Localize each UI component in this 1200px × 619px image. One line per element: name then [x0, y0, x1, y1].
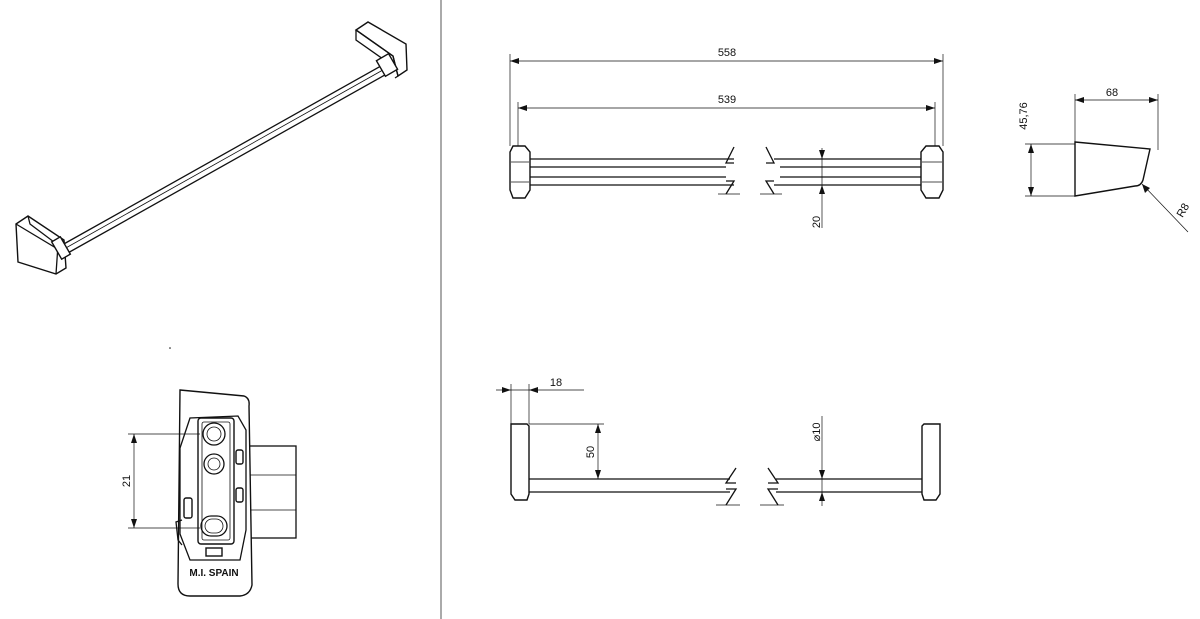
dim-hole-spacing-label: 21	[121, 475, 133, 487]
side-bracket-profile	[1074, 141, 1151, 197]
mounting-hole-middle	[203, 453, 225, 475]
dim-bar-projection-label: 50	[585, 446, 597, 458]
dim-bracket-height: 45,76	[1018, 102, 1075, 197]
dim-overall-length: 558	[509, 47, 944, 146]
iso-right-bracket	[354, 21, 408, 79]
dim-corner-radius: R8	[1141, 183, 1192, 233]
dim-corner-radius-label: R8	[1175, 201, 1192, 219]
dim-bracket-height-label: 45,76	[1018, 102, 1030, 130]
dim-inner-length: 539	[517, 94, 936, 146]
bracket-detail-view: M.I. SPAIN 21	[121, 347, 297, 597]
side-view: 68 45,76 R8	[1018, 87, 1192, 233]
dim-bar-diameter-label: ⌀10	[811, 423, 823, 442]
dim-bracket-width-label: 18	[550, 377, 562, 389]
iso-bar	[61, 61, 389, 246]
front-view: 558 539 20	[509, 47, 944, 228]
dim-inner-length-label: 539	[718, 94, 736, 106]
dim-bar-projection: 50	[529, 423, 604, 479]
dim-bracket-width: 18	[496, 377, 584, 424]
dim-bar-offset: 20	[811, 148, 825, 228]
top-left-bracket	[510, 423, 530, 501]
dim-bar-offset-label: 20	[811, 216, 823, 228]
dim-hole-spacing: 21	[121, 433, 200, 529]
front-bar	[530, 146, 921, 195]
mounting-hole-top	[202, 422, 226, 446]
mounting-slot-bottom	[200, 515, 228, 537]
dim-bracket-depth-label: 68	[1106, 87, 1118, 99]
top-view: 18 50 ⌀10	[496, 377, 941, 506]
front-left-endcap	[509, 145, 531, 199]
top-bar	[529, 467, 922, 506]
front-right-endcap	[920, 145, 944, 199]
detail-mounting-plate	[197, 417, 235, 545]
dim-bar-diameter: ⌀10	[811, 416, 825, 506]
top-right-bracket	[921, 423, 941, 501]
brand-stamp-label: M.I. SPAIN	[189, 568, 238, 579]
iso-left-bracket	[15, 215, 72, 275]
dim-overall-length-label: 558	[718, 47, 736, 59]
dim-bracket-depth: 68	[1074, 87, 1159, 150]
isometric-view	[15, 21, 408, 275]
